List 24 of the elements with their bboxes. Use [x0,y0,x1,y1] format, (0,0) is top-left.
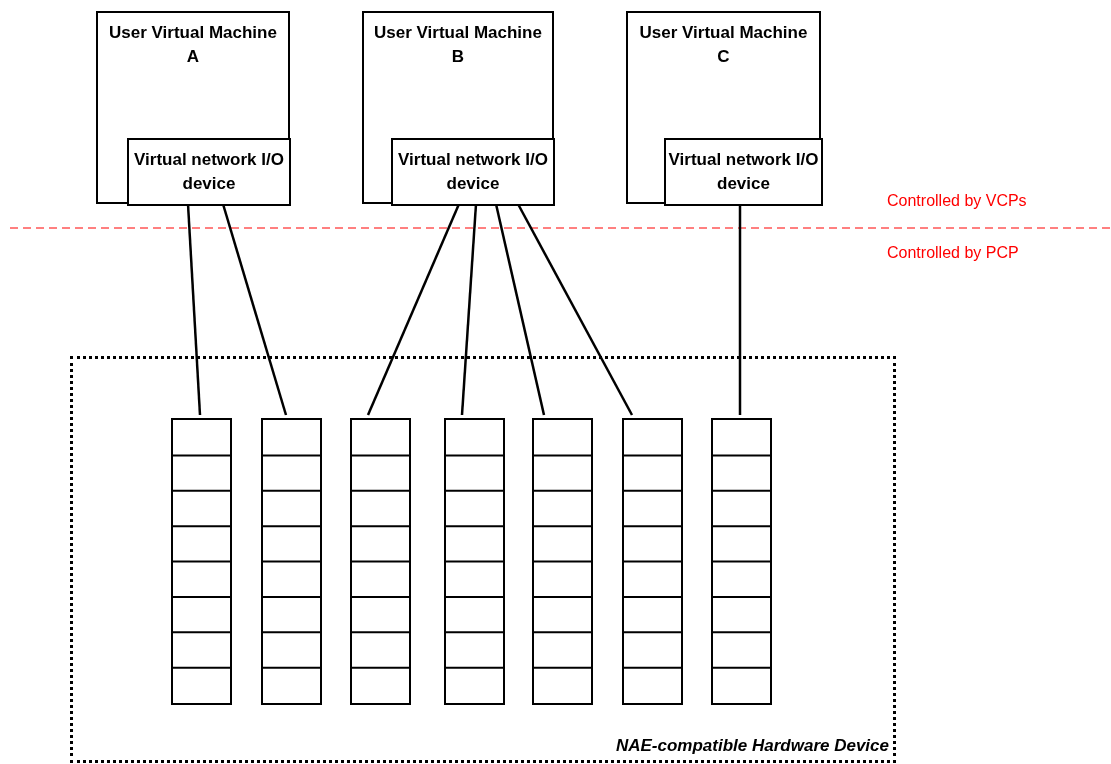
machine-title: User Virtual Machine C [638,22,809,68]
device-title: NAE-compatible Hardware Device [615,735,889,757]
device-label: Virtual network I/O device [398,149,548,195]
queue-bar [171,418,232,705]
zone-label: Controlled by VCPs [887,192,1027,210]
virtual-machine-box [626,11,821,204]
connection-line [738,204,742,415]
queue-bar [622,418,683,705]
queue-bar [350,418,411,705]
hardware-device-frame [70,356,896,763]
device-label: Virtual network I/O device [134,149,284,195]
machine-title: User Virtual Machine A [108,22,278,68]
zone-label: Controlled by PCP [887,244,1019,262]
queue-bar [261,418,322,705]
queue-bar [444,418,505,705]
virtual-machine-box [362,11,554,204]
queue-bar [711,418,772,705]
queue-bar [532,418,593,705]
virtual-machine-box [96,11,290,204]
io-device-box [664,138,823,206]
device-label: Virtual network I/O device [668,149,819,195]
io-device-box [391,138,555,206]
machine-title: User Virtual Machine B [373,22,543,68]
io-device-box [127,138,291,206]
